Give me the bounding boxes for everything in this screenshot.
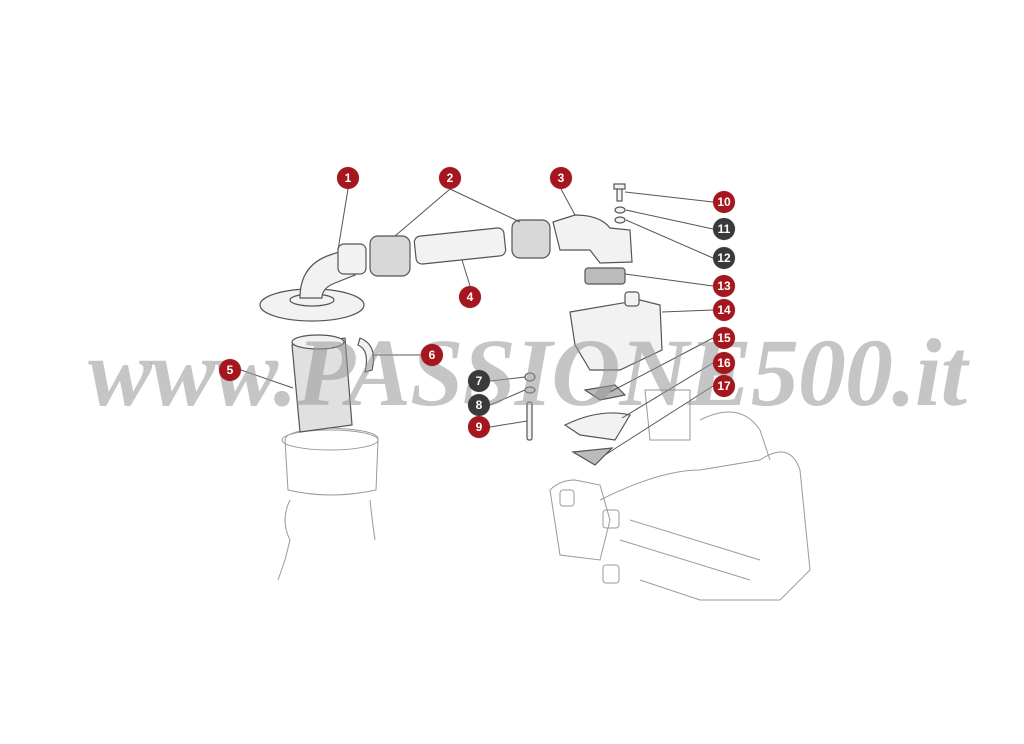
part-marker-5[interactable]: 5 bbox=[219, 359, 241, 381]
part-marker-17[interactable]: 17 bbox=[713, 375, 735, 397]
part-marker-16[interactable]: 16 bbox=[713, 352, 735, 374]
part-marker-4[interactable]: 4 bbox=[459, 286, 481, 308]
part-marker-13[interactable]: 13 bbox=[713, 275, 735, 297]
part-marker-14[interactable]: 14 bbox=[713, 299, 735, 321]
part-marker-2[interactable]: 2 bbox=[439, 167, 461, 189]
part-marker-3[interactable]: 3 bbox=[550, 167, 572, 189]
part-marker-6[interactable]: 6 bbox=[421, 344, 443, 366]
part-marker-8[interactable]: 8 bbox=[468, 394, 490, 416]
part-marker-10[interactable]: 10 bbox=[713, 191, 735, 213]
part-marker-11[interactable]: 11 bbox=[713, 218, 735, 240]
part-marker-15[interactable]: 15 bbox=[713, 327, 735, 349]
part-marker-1[interactable]: 1 bbox=[337, 167, 359, 189]
part-marker-7[interactable]: 7 bbox=[468, 370, 490, 392]
part-marker-9[interactable]: 9 bbox=[468, 416, 490, 438]
part-marker-12[interactable]: 12 bbox=[713, 247, 735, 269]
